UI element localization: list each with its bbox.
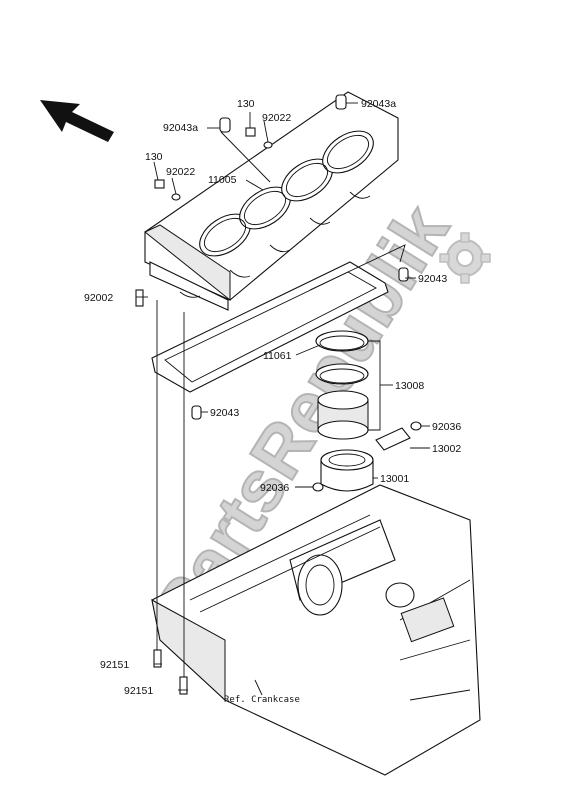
bolt-92151-b (179, 676, 188, 695)
dowel-92043a-left (219, 117, 231, 133)
label-92043-right: 92043 (418, 273, 447, 285)
washer-92022-left (171, 193, 181, 201)
label-11061: 11061 (263, 350, 292, 362)
clip-92036-right (410, 421, 422, 431)
washer-92022-top (263, 141, 273, 149)
label-92151-b: 92151 (124, 685, 153, 697)
gear-icon (439, 232, 491, 284)
label-92043a-left: 92043a (163, 122, 198, 134)
cylinder-block-11005 (144, 91, 399, 311)
label-92036-left: 92036 (260, 482, 289, 494)
label-92022-left: 92022 (166, 166, 195, 178)
label-130-left: 130 (145, 151, 163, 163)
bolt-92151-a (153, 649, 162, 668)
label-130-top: 130 (237, 98, 255, 110)
stud-92002 (135, 289, 144, 307)
label-ref-crankcase: Ref. Crankcase (224, 695, 300, 705)
label-13002: 13002 (432, 443, 461, 455)
leader-lines (136, 102, 430, 696)
label-11005: 11005 (208, 174, 237, 186)
label-92002: 92002 (84, 292, 113, 304)
crankcase (151, 484, 481, 776)
label-92043-low: 92043 (210, 407, 239, 419)
direction-arrow-icon (40, 100, 114, 142)
dowel-92043-low (191, 405, 202, 420)
label-92043a-right: 92043a (361, 98, 396, 110)
label-13001: 13001 (380, 473, 409, 485)
gasket-11061 (151, 261, 389, 393)
piston-rings-13008 (315, 330, 369, 440)
bolt-130-left (154, 179, 165, 189)
label-92036-right: 92036 (432, 421, 461, 433)
dowel-92043a-right (335, 94, 347, 110)
label-13008: 13008 (395, 380, 424, 392)
label-92151-a: 92151 (100, 659, 129, 671)
label-92022-top: 92022 (262, 112, 291, 124)
dowel-92043-right (398, 267, 409, 282)
piston-pin-13002 (375, 427, 411, 451)
bolt-130-top (245, 127, 256, 137)
piston-13001 (320, 449, 374, 492)
